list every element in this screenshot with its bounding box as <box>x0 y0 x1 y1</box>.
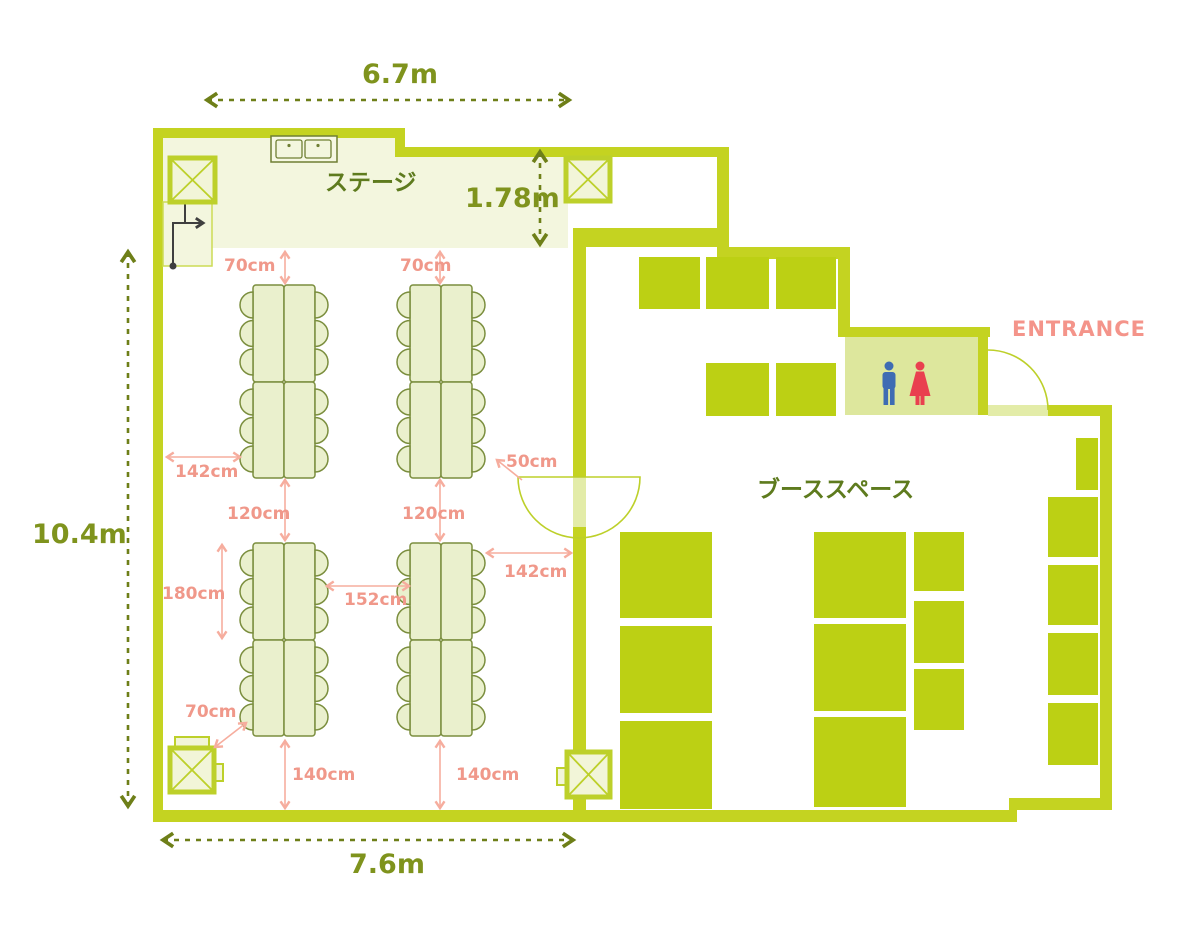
booth-table <box>914 669 964 730</box>
booth-tables <box>620 257 1098 809</box>
woman-icon <box>909 361 931 405</box>
table-group <box>396 284 486 479</box>
pillar-top-right <box>563 155 613 204</box>
dim-bottom-width: 7.6m <box>349 849 425 880</box>
overall-dimensions: 6.7m 1.78m 10.4m 7.6m <box>32 59 577 880</box>
entrance-opening <box>988 405 1048 416</box>
booth-table <box>706 363 769 416</box>
dim-door-clearance: 50cm <box>506 452 557 472</box>
booth-table <box>776 363 836 416</box>
entrance-door-swing <box>987 349 1049 411</box>
dim-row-gap-left: 120cm <box>227 504 290 524</box>
dim-left-height: 10.4m <box>32 519 127 550</box>
booth-table <box>620 721 712 809</box>
dim-aisle: 152cm <box>344 590 407 610</box>
booth-table <box>1048 565 1098 625</box>
man-icon <box>882 361 896 405</box>
booth-table <box>914 532 964 591</box>
stage-label: ステージ <box>325 170 417 196</box>
booth-table <box>814 717 906 807</box>
stage-area <box>163 138 568 248</box>
dim-pillar-clearance: 70cm <box>185 702 236 722</box>
booth-table <box>776 257 836 309</box>
dim-row-gap-right: 120cm <box>402 504 465 524</box>
booth-table <box>814 532 906 618</box>
sink-counter <box>270 135 338 163</box>
dim-wall-to-table: 142cm <box>175 462 238 482</box>
restroom-area <box>845 337 978 415</box>
booth-table <box>706 257 769 309</box>
dim-table-to-divider: 142cm <box>504 562 567 582</box>
booth-table <box>1076 438 1098 490</box>
spacing-dimensions: 70cm 70cm 142cm 50cm 120cm 120cm 142cm 1… <box>162 249 574 811</box>
booth-table <box>620 626 712 713</box>
stage-equipment-box <box>162 201 213 267</box>
booth-table <box>639 257 700 309</box>
booth-table <box>814 624 906 711</box>
booth-table <box>914 601 964 663</box>
dim-stage-depth: 1.78m <box>465 183 560 214</box>
pillar-bottom-middle <box>556 749 613 800</box>
dim-bottom-gap-left: 140cm <box>292 765 355 785</box>
dim-stage-gap-right: 70cm <box>400 256 451 276</box>
pillar-bottom-left <box>167 736 224 795</box>
inner-door-opening <box>573 477 586 527</box>
dim-bottom-gap-right: 140cm <box>456 765 519 785</box>
cable-arrow <box>169 202 206 270</box>
booth-table <box>1048 497 1098 557</box>
booth-table <box>1048 633 1098 695</box>
inner-door-swing <box>517 476 641 539</box>
dim-table-length: 180cm <box>162 584 225 604</box>
booth-table <box>1048 703 1098 765</box>
table-group <box>239 284 329 479</box>
entrance-label: ENTRANCE <box>1012 317 1146 341</box>
dim-top-width: 6.7m <box>362 59 438 90</box>
table-group <box>396 542 486 737</box>
pillar-top-left <box>167 155 218 205</box>
dim-stage-gap-left: 70cm <box>224 256 275 276</box>
walls <box>153 128 1112 822</box>
booth-space-label: ブーススペース <box>757 476 914 503</box>
booth-table <box>620 532 712 618</box>
table-group <box>239 542 329 737</box>
